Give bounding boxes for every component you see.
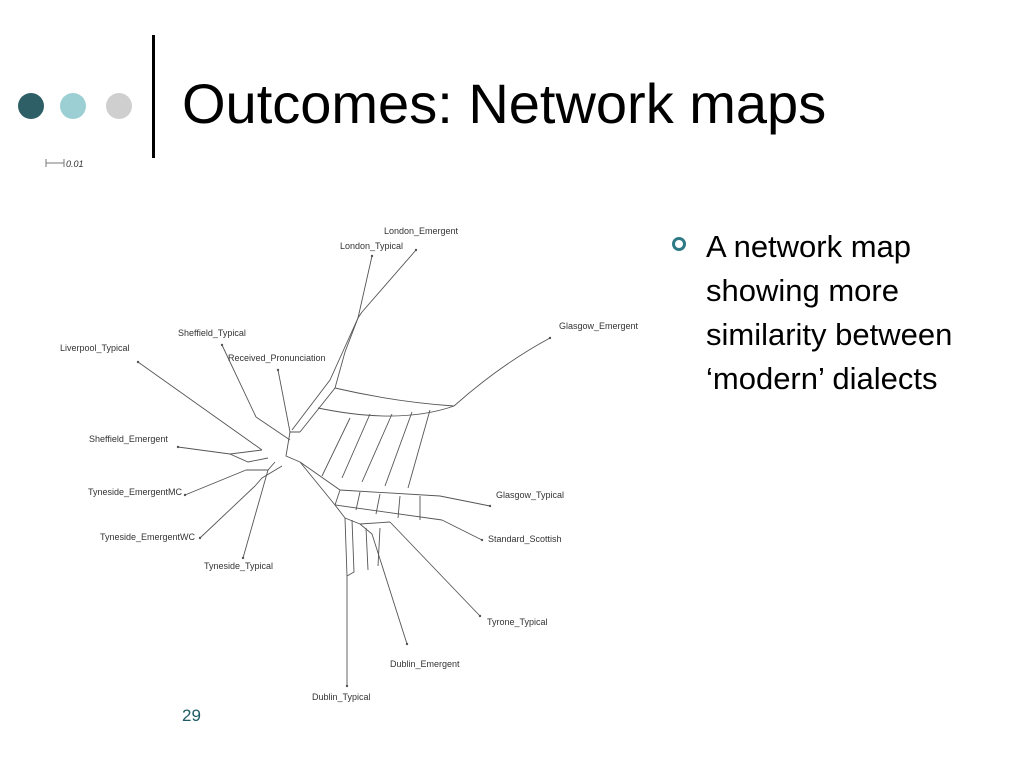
ring-bullet-icon bbox=[672, 237, 686, 251]
network-map: 0.01 bbox=[45, 159, 639, 702]
slide-title: Outcomes: Network maps bbox=[182, 72, 827, 135]
network-tips bbox=[136, 248, 552, 688]
node-label-london-emergent: London_Emergent bbox=[384, 226, 459, 236]
scale-bar-label: 0.01 bbox=[66, 159, 84, 169]
node-label-received-pronunciation: Received_Pronunciation bbox=[228, 353, 326, 363]
node-label-sheffield-emergent: Sheffield_Emergent bbox=[89, 434, 168, 444]
bullet-text: A network map showing more similarity be… bbox=[706, 229, 953, 396]
dot-gray bbox=[106, 93, 132, 119]
network-edges bbox=[137, 249, 551, 686]
page-number: 29 bbox=[182, 706, 201, 725]
node-label-dublin-emergent: Dublin_Emergent bbox=[390, 659, 460, 669]
node-label-tyneside-typical: Tyneside_Typical bbox=[204, 561, 273, 571]
node-label-glasgow-typical: Glasgow_Typical bbox=[496, 490, 564, 500]
node-label-tyrone-typical: Tyrone_Typical bbox=[487, 617, 548, 627]
node-label-sheffield-typical: Sheffield_Typical bbox=[178, 328, 246, 338]
node-label-glasgow-emergent: Glasgow_Emergent bbox=[559, 321, 639, 331]
node-label-london-typical: London_Typical bbox=[340, 241, 403, 251]
node-label-standard-scottish: Standard_Scottish bbox=[488, 534, 562, 544]
dot-teal bbox=[60, 93, 86, 119]
decorative-dots bbox=[18, 93, 138, 121]
dot-dark bbox=[18, 93, 44, 119]
network-labels: London_Emergent London_Typical Glasgow_E… bbox=[60, 226, 639, 702]
title-divider bbox=[152, 35, 155, 158]
node-label-tyneside-emergentwc: Tyneside_EmergentWC bbox=[100, 532, 196, 542]
node-label-tyneside-emergentmc: Tyneside_EmergentMC bbox=[88, 487, 183, 497]
scale-bar: 0.01 bbox=[45, 159, 84, 169]
node-label-dublin-typical: Dublin_Typical bbox=[312, 692, 371, 702]
node-label-liverpool-typical: Liverpool_Typical bbox=[60, 343, 130, 353]
